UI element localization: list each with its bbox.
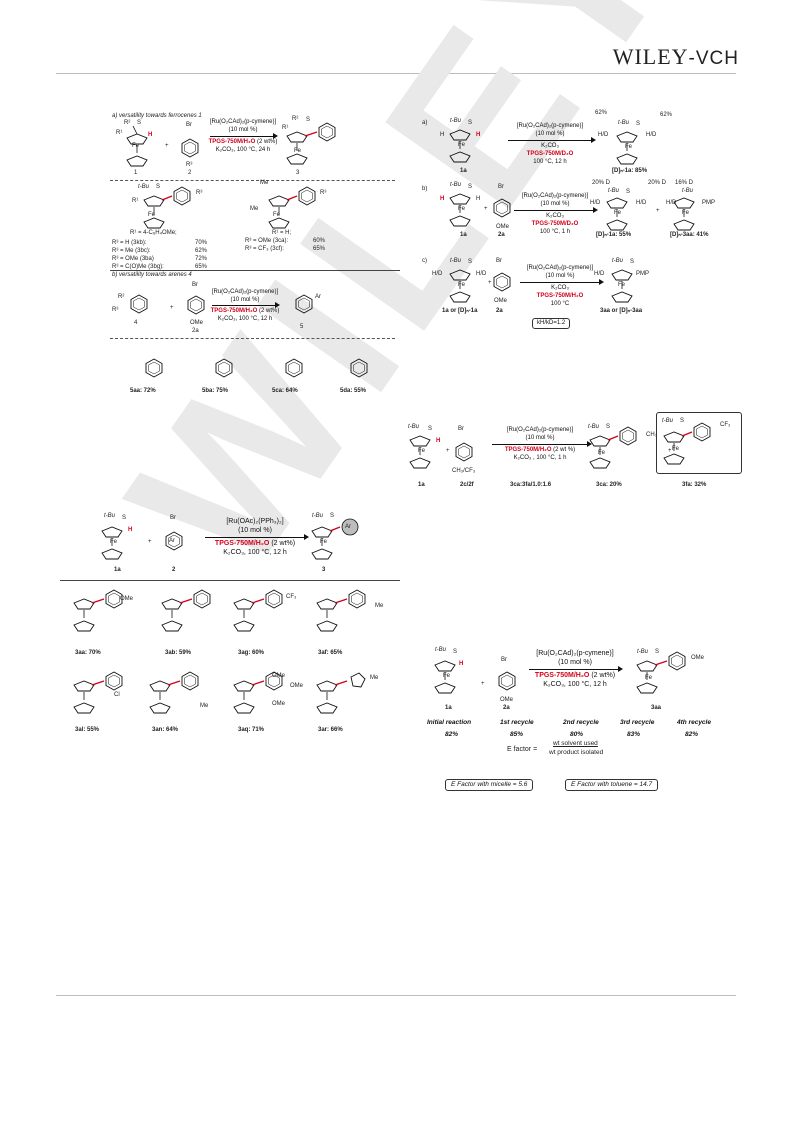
ferrocene-product-left [143, 186, 191, 229]
section-title-b: b) versatility towards arenes 4 [112, 272, 192, 278]
product-3ab: 3ab: 59% [165, 650, 192, 656]
panel-competition-experiment: t-Bu S H Fe 1a + Br CH₃/CF₃ 2c/2f [Ru(O₂… [400, 412, 745, 505]
efactor-micelle-box: E Factor with micelle = 5.6 [445, 779, 534, 791]
aryl-bromide-2 [181, 138, 199, 158]
yield-4: 82% [685, 731, 699, 738]
product-3ar: 3ar: 66% [318, 727, 343, 733]
compound-number: 3 [296, 170, 300, 176]
panel-ferrocene-arene-scope: a) versatility towards ferrocenes 1 R¹ R… [110, 110, 405, 410]
br-label: Br [186, 122, 192, 128]
product-3af: 3af: 65% [318, 650, 343, 656]
aryl-bromide-2a [187, 295, 205, 315]
panel-recycling-study: t-Bu S H Fe 1a + Br OMe 2a [Ru(O₂CAd)₂(p… [427, 647, 711, 756]
run-1: 1st recycle [500, 719, 534, 726]
arene-4 [130, 294, 148, 314]
product-5ba: 5ba: 75% [202, 388, 229, 394]
yield-initial: 82% [445, 731, 459, 738]
yield-3: 83% [627, 731, 641, 738]
r2-label: R² [124, 120, 131, 126]
h-label: H [148, 132, 153, 138]
run-4: 4th recycle [677, 719, 711, 726]
ferrocene-1 [126, 125, 148, 167]
section-title-a: a) versatility towards ferrocenes 1 [112, 113, 202, 119]
product-5aa: 5aa: 72% [130, 388, 156, 394]
reaction-conditions-a: [Ru(O₂CAd)₂(p-cymene)] (10 mol %) [209, 119, 277, 133]
r3-label: R³ [186, 162, 193, 168]
plus-sign: + [165, 143, 169, 149]
compound-number: 2 [188, 170, 192, 176]
product-5da: 5da: 55% [340, 388, 367, 394]
product-3al: 3al: 55% [75, 727, 100, 733]
panel-deuterium-studies: a) t-Bu S H H Fe 1a [Ru(O₂CAd)₂(p-cymene… [420, 108, 740, 378]
run-2: 2nd recycle [563, 719, 599, 726]
product-3aa: 3aa: 70% [75, 650, 101, 656]
run-3: 3rd recycle [620, 719, 655, 726]
panel-aryl-bromide-scope: t-Bu S H Fe 1a + Br Ar 2 [Ru(OAc)₂(PPh₃)… [60, 505, 405, 735]
product-5ca: 5ca: 64% [272, 388, 298, 394]
run-initial: Initial reaction [427, 719, 472, 726]
kie-box: kH/kD=1.2 [532, 318, 571, 329]
fe-label: Fe [132, 143, 140, 149]
dashed-separator [110, 180, 395, 181]
reaction-arrow [210, 133, 278, 139]
ferrocene-product-right [268, 186, 316, 229]
highlight-box [656, 412, 742, 474]
yield-2: 80% [570, 731, 584, 738]
efactor-toluene-box: E Factor with toluene = 14.7 [565, 779, 659, 791]
header-rule [56, 73, 736, 74]
product-3aq: 3aq: 71% [238, 727, 265, 733]
footer-rule [56, 995, 736, 996]
product-3 [286, 122, 336, 165]
section-divider [110, 270, 400, 271]
yield-1: 85% [510, 731, 524, 738]
product-3an: 3an: 64% [152, 727, 179, 733]
product-3ag: 3ag: 60% [238, 650, 265, 656]
s-label: S [137, 120, 142, 126]
compound-number: 1 [134, 170, 138, 176]
publisher-logo: WILEY-VCH [612, 44, 739, 69]
r1-label: R¹ [116, 130, 123, 136]
